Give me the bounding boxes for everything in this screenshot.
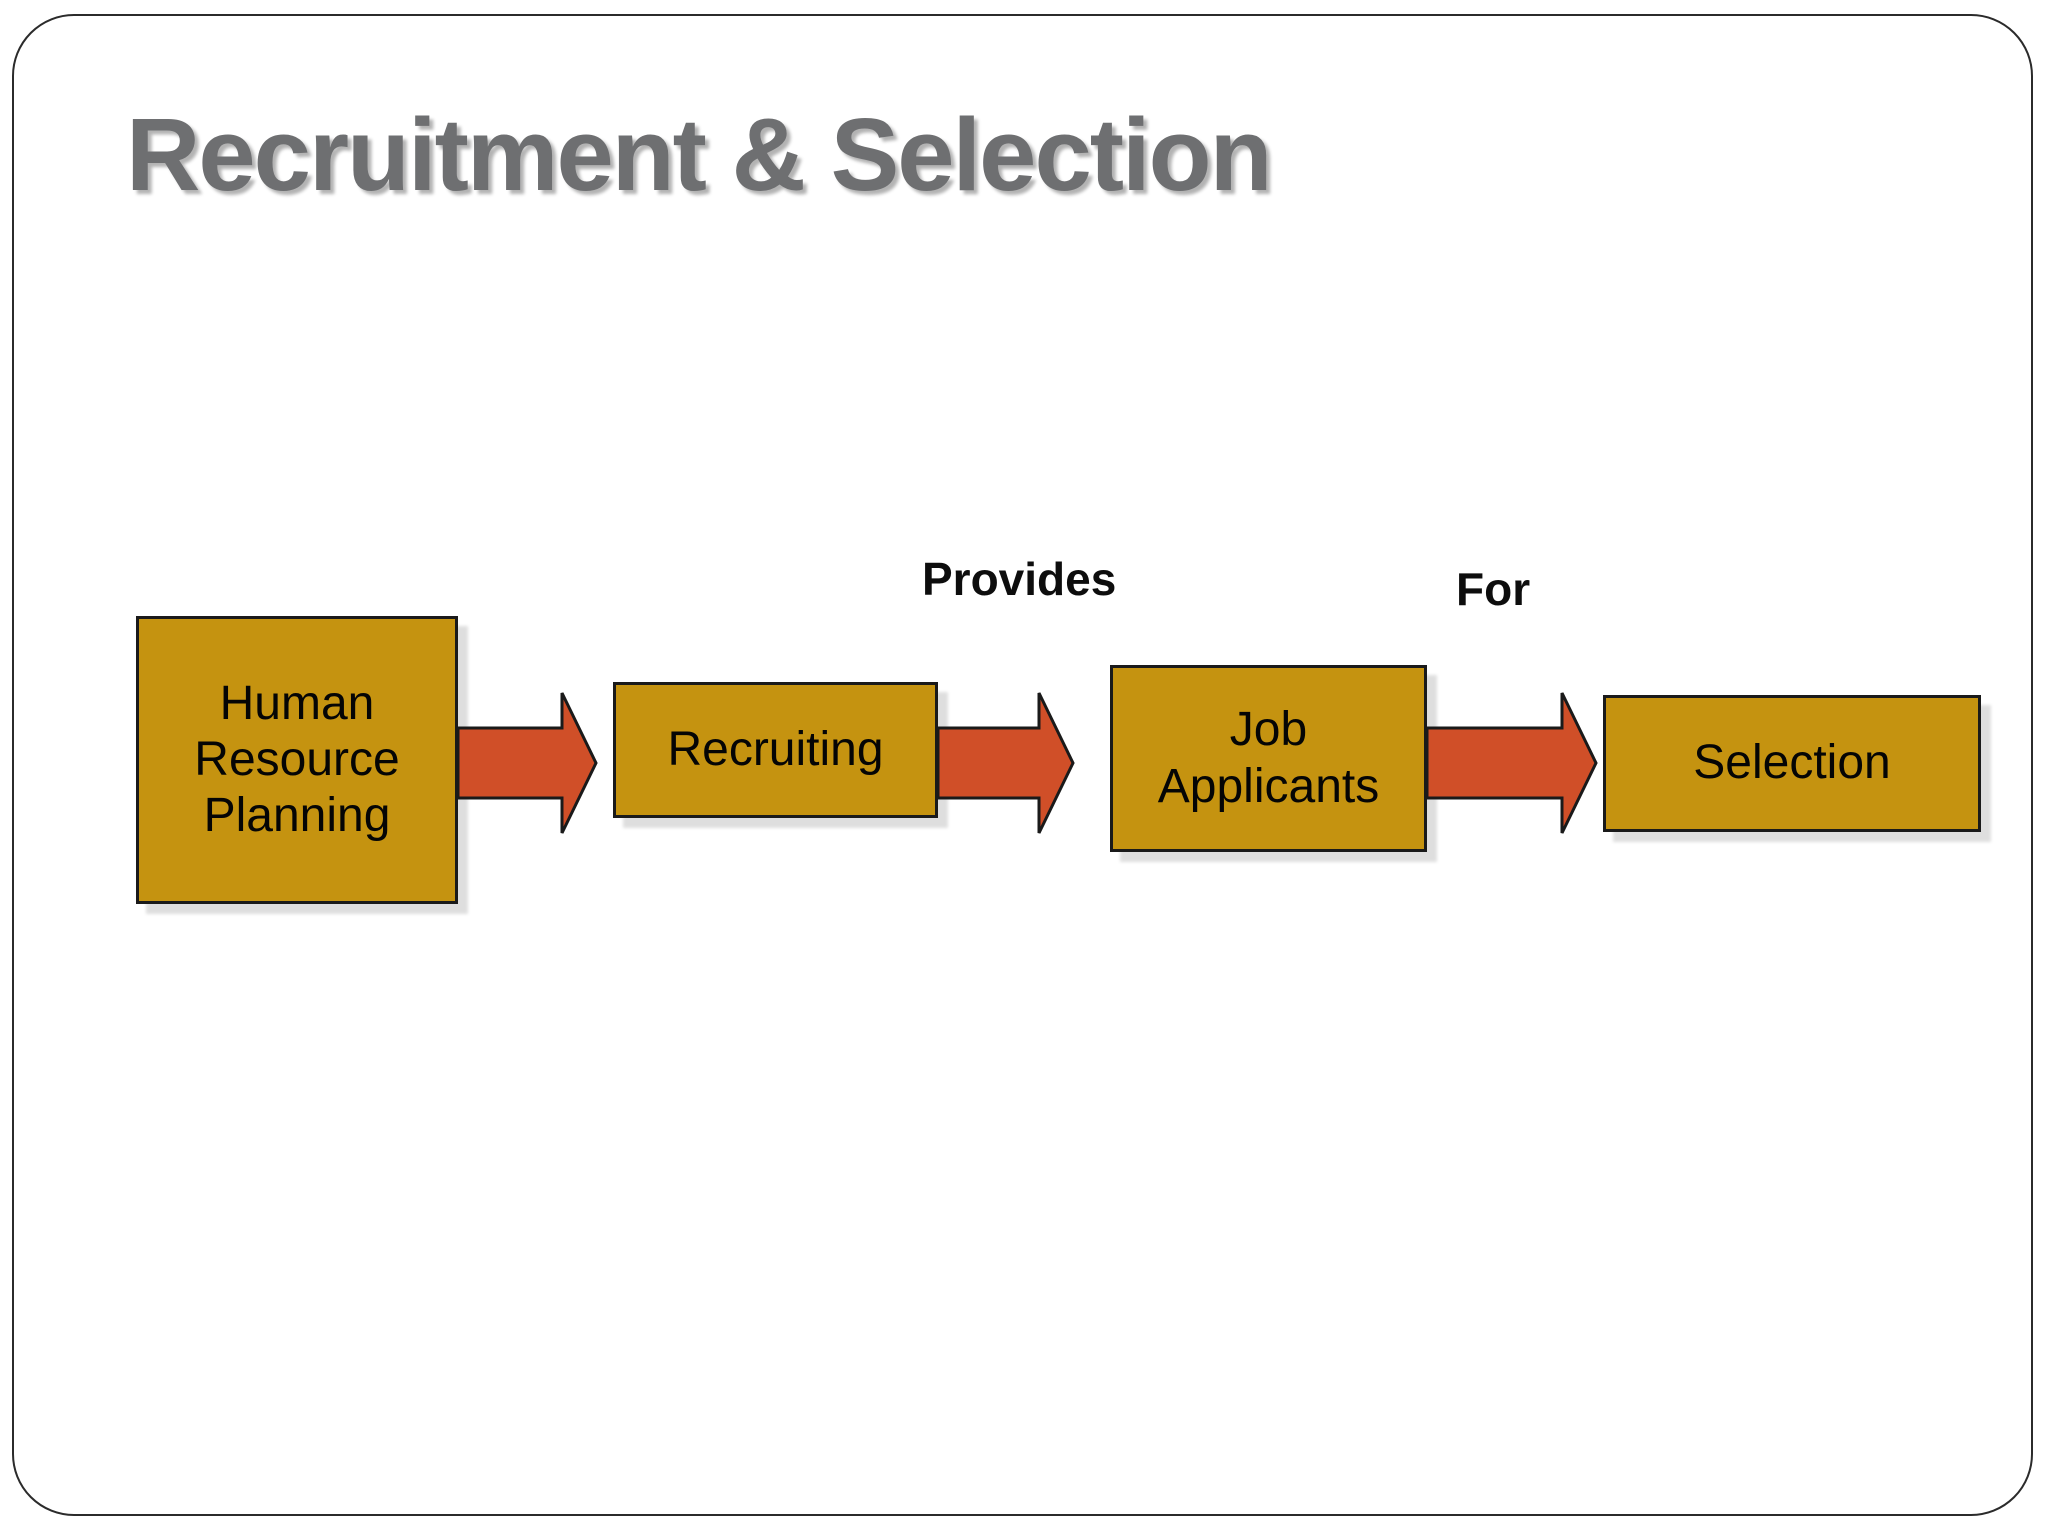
arrow-right-icon	[1427, 692, 1598, 834]
for-label: For	[1456, 563, 1531, 615]
selection-box: Selection	[1603, 695, 1981, 832]
job-applicants-box: Job Applicants	[1110, 665, 1427, 852]
page-title: Recruitment & Selection	[126, 97, 1272, 212]
human-resource-planning-label: Human Resource Planning	[194, 676, 400, 843]
arrow-right-icon	[458, 692, 598, 834]
human-resource-planning-box: Human Resource Planning	[136, 616, 458, 904]
selection-label: Selection	[1693, 736, 1891, 790]
provides-label: Provides	[922, 553, 1117, 605]
recruiting-label: Recruiting	[667, 722, 884, 776]
job-applicants-label: Job Applicants	[1157, 703, 1380, 813]
recruiting-box: Recruiting	[613, 682, 938, 818]
arrow-right-icon	[938, 692, 1075, 834]
